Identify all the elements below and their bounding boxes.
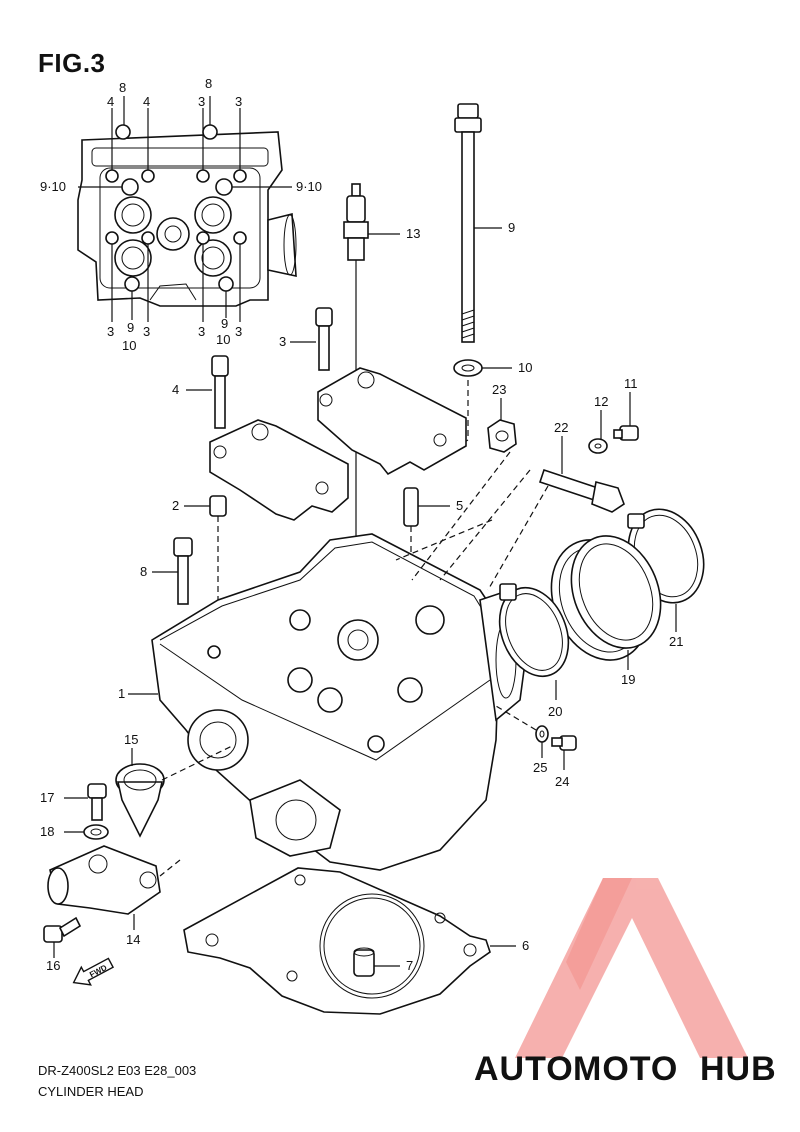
- part-22-bolt: 22: [538, 420, 625, 513]
- callout-1: 1: [118, 686, 125, 701]
- part-6-head-gasket: 6: [183, 867, 529, 1015]
- callout-21: 21: [669, 634, 683, 649]
- callout-bottom-3c: 3: [198, 324, 205, 339]
- callout-bottom-10b: 10: [216, 332, 230, 347]
- watermark-hub: HUB: [700, 1050, 777, 1088]
- callout-19: 19: [621, 672, 635, 687]
- top-view-leaders: [78, 96, 292, 322]
- callout-top-8b: 8: [205, 76, 212, 91]
- part-14-thermostat-case: 14: [47, 845, 181, 947]
- part-19-intake-pipe: 19: [550, 535, 662, 687]
- callout-16: 16: [46, 958, 60, 973]
- callout-bottom-9b: 9: [221, 316, 228, 331]
- part-18-washer: 18: [40, 824, 109, 840]
- callout-22: 22: [554, 420, 568, 435]
- callout-24: 24: [555, 774, 569, 789]
- section-name: CYLINDER HEAD: [38, 1084, 144, 1099]
- part-15-thermostat: 15: [115, 732, 233, 838]
- top-view-callouts: 4 8 4 8 3 3 9·10 9·10 3 9 3 10 3 9 3 10: [40, 76, 322, 353]
- callout-top-9-10-right: 9·10: [296, 179, 322, 194]
- part-11-bolt: 11: [613, 376, 639, 441]
- part-20-clamp: 20: [498, 583, 570, 719]
- callout-11: 11: [624, 376, 638, 391]
- callout-14: 14: [126, 932, 140, 947]
- callout-8: 8: [140, 564, 147, 579]
- watermark-auto: AUTO: [474, 1050, 574, 1088]
- callout-bottom-3d: 3: [235, 324, 242, 339]
- callout-9: 9: [508, 220, 515, 235]
- fwd-arrow-icon: FWD: [72, 957, 115, 986]
- callout-top-4b: 4: [143, 94, 150, 109]
- callout-10: 10: [518, 360, 532, 375]
- callout-top-3a: 3: [198, 94, 205, 109]
- figure-title: FIG.3: [38, 48, 106, 78]
- part-8-bolt: 8: [140, 537, 193, 605]
- callout-17: 17: [40, 790, 54, 805]
- part-4-bolt: 4: [172, 355, 229, 429]
- part-12-washer: 12: [588, 394, 608, 454]
- watermark-text: AUTO MOTO HUB: [474, 1050, 777, 1088]
- callout-bottom-10a: 10: [122, 338, 136, 353]
- callout-top-3b: 3: [235, 94, 242, 109]
- callout-13: 13: [406, 226, 420, 241]
- part-25-washer: 25: [495, 705, 549, 775]
- callout-23: 23: [492, 382, 506, 397]
- callout-6: 6: [522, 938, 529, 953]
- callout-bottom-3a: 3: [107, 324, 114, 339]
- callout-bottom-9a: 9: [127, 320, 134, 335]
- callout-25: 25: [533, 760, 547, 775]
- part-3-bolt: 3: [279, 307, 333, 371]
- top-view-head: [77, 124, 297, 307]
- part-24-bolt: 24: [551, 735, 577, 789]
- callout-12: 12: [594, 394, 608, 409]
- callout-3: 3: [279, 334, 286, 349]
- part-2-dowel: 2: [172, 495, 227, 640]
- callout-bottom-3b: 3: [143, 324, 150, 339]
- watermark-logo: [515, 878, 748, 1058]
- watermark-moto: MOTO: [573, 1050, 678, 1088]
- callout-15: 15: [124, 732, 138, 747]
- part-17-bolt: 17: [40, 783, 107, 821]
- callout-7: 7: [406, 958, 413, 973]
- camshaft-cap-front: [209, 419, 349, 521]
- assembly-dash-lines: [395, 451, 549, 591]
- part-9-long-bolt: 9: [454, 103, 515, 343]
- callout-top-9-10-left: 9·10: [40, 179, 66, 194]
- callout-20: 20: [548, 704, 562, 719]
- part-16-bolt: 16: [43, 916, 82, 973]
- callout-top-8a: 8: [119, 80, 126, 95]
- callout-5: 5: [456, 498, 463, 513]
- part-7-dowel: 7: [353, 947, 413, 977]
- camshaft-cap-rear: [317, 367, 467, 476]
- part-23-nut: 23: [487, 382, 517, 453]
- callout-top-4a: 4: [107, 94, 114, 109]
- callout-4: 4: [172, 382, 179, 397]
- callout-18: 18: [40, 824, 54, 839]
- model-code: DR-Z400SL2 E03 E28_003: [38, 1063, 197, 1078]
- callout-2: 2: [172, 498, 179, 513]
